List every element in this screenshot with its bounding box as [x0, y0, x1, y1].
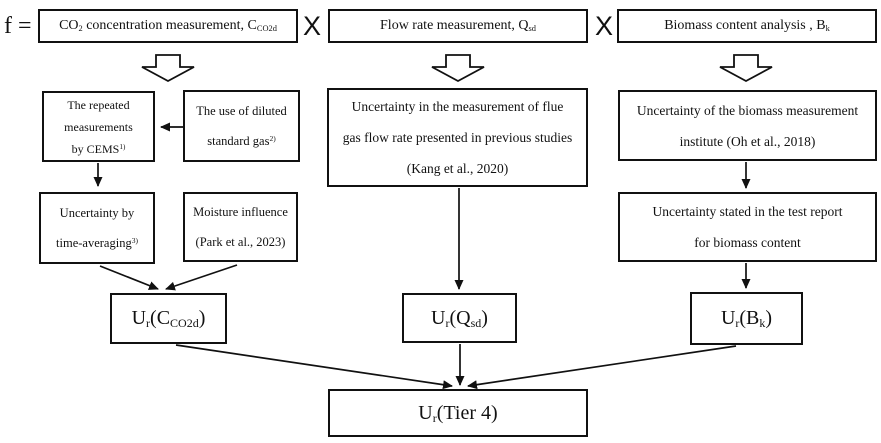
- formula-prefix: f =: [4, 12, 32, 39]
- box-flow-label: Flow rate measurement, Qsd: [380, 18, 536, 34]
- box-biomass-label: Biomass content analysis , Bk: [664, 18, 830, 34]
- box-ur-bk: Ur(Bk): [690, 292, 803, 345]
- box-co2-label: CO2 concentration measurement, CCO2d: [59, 18, 277, 34]
- down-block-arrow-biomass: [719, 54, 773, 83]
- ur-cco2d-label: Ur(CCO2d): [131, 307, 206, 331]
- ur-tier4-label: Ur(Tier 4): [418, 401, 498, 425]
- arrow-moisture-to-urc: [165, 264, 238, 291]
- box-flow-rate-measurement: Flow rate measurement, Qsd: [328, 9, 588, 43]
- arrow-urb-to-tier4: [467, 345, 737, 390]
- box-moisture-influence: Moisture influence(Park et al., 2023): [183, 192, 298, 262]
- box-ur-cco2d: Ur(CCO2d): [110, 293, 227, 344]
- box-ur-qsd: Ur(Qsd): [402, 293, 517, 343]
- down-block-arrow-co2: [141, 54, 195, 83]
- box-ur-tier4: Ur(Tier 4): [328, 389, 588, 437]
- multiply-sign-1: X: [302, 10, 321, 41]
- box-biomass-content-analysis: Biomass content analysis , Bk: [617, 9, 877, 43]
- multiply-sign-2: X: [594, 10, 613, 41]
- down-block-arrow-flow: [431, 54, 485, 83]
- box-co2-concentration-measurement: CO2 concentration measurement, CCO2d: [38, 9, 298, 43]
- ur-qsd-label: Ur(Qsd): [431, 306, 488, 330]
- arrow-timeavg-to-urc: [99, 265, 159, 290]
- ur-bk-label: Ur(Bk): [720, 307, 773, 331]
- arrow-urc-to-tier4: [175, 344, 453, 390]
